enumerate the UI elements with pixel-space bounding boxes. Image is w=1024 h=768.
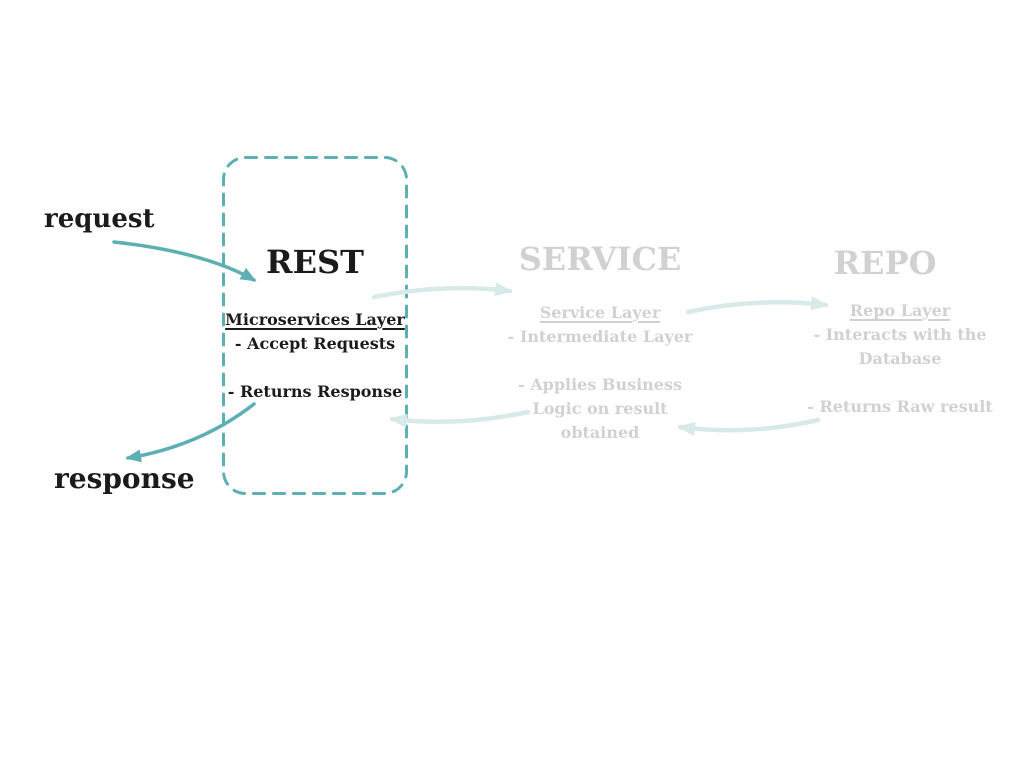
- line-gap: [505, 349, 695, 373]
- rest-layer-title: REST: [266, 243, 364, 281]
- service-layer-body: Service Layer - Intermediate Layer - App…: [505, 301, 695, 445]
- response-label: response: [54, 462, 195, 495]
- service-layer-title: SERVICE: [518, 240, 682, 278]
- service-layer-subtitle: Service Layer: [539, 303, 661, 322]
- request-label: request: [44, 204, 155, 234]
- rest-layer-point: - Accept Requests: [234, 334, 396, 353]
- rest-to-service-arrow: [371, 282, 513, 300]
- rest-layer-body: Microservices Layer - Accept Requests - …: [216, 308, 414, 404]
- response-arrow: [125, 402, 256, 463]
- repo-to-service-arrow: [677, 417, 821, 436]
- rest-layer-point: - Returns Response: [227, 382, 403, 401]
- service-to-rest-arrow: [389, 409, 531, 428]
- service-to-repo-arrow: [685, 296, 829, 315]
- rest-box-outline: [222, 156, 408, 495]
- service-layer-point: - Intermediate Layer: [507, 327, 693, 346]
- repo-layer-body: Repo Layer - Interacts with the Database…: [800, 299, 1000, 419]
- request-arrow: [112, 240, 257, 282]
- repo-layer-point: - Interacts with the Database: [813, 325, 987, 368]
- repo-layer-title: REPO: [833, 244, 937, 282]
- rest-layer-subtitle: Microservices Layer: [225, 310, 405, 329]
- repo-layer-point: - Returns Raw result: [807, 397, 993, 416]
- service-layer-point: - Applies Business Logic on result obtai…: [518, 375, 682, 442]
- line-gap: [216, 356, 414, 380]
- line-gap: [800, 371, 1000, 395]
- repo-layer-subtitle: Repo Layer: [849, 301, 951, 320]
